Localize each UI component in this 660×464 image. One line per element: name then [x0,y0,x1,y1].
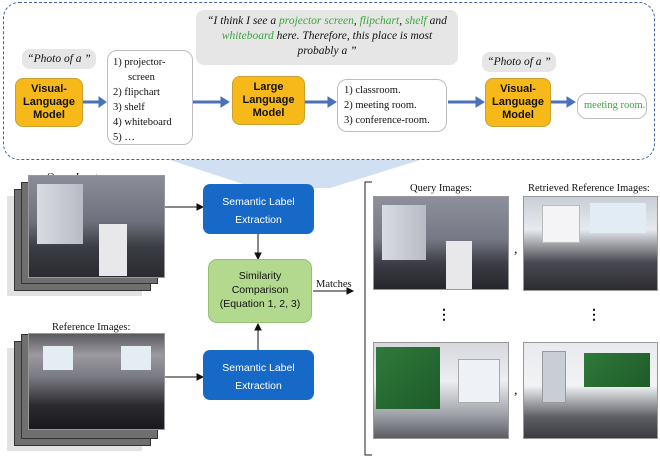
comma: , [514,383,518,398]
result-bracket [577,93,647,119]
flipchart-shape [446,241,472,289]
prompt-object-3: shelf [404,15,427,27]
prompt-bubble-left: “Photo of a ” [22,49,96,69]
objects-list-bracket [107,50,193,145]
list-item: 3) conference-room. [344,115,430,126]
prompt-object-4: whiteboard [221,30,274,42]
window-shape [43,346,73,370]
list-item: screen [128,72,155,83]
prompt-text: , [399,15,405,27]
similarity-line: (Equation 1, 2, 3) [219,298,301,310]
matches-label: Matches [316,279,352,290]
list-item: 1) projector- [113,57,166,68]
llm-prompt-bubble: “I think I see a projector screen, flipc… [196,10,458,65]
prompt-text: here. Therefore, this place is most prob… [273,30,433,57]
vlm-box-left: Visual-Language Model [15,78,83,127]
list-item: 2) meeting room. [344,100,417,111]
green-wall-panel-shape [376,347,440,409]
comma: , [514,242,518,257]
pipeline-arrows [83,96,576,108]
places-list: 1) classroom. 2) meeting room. 3) confer… [344,83,430,128]
flipchart-shape [99,224,127,276]
llm-box: Large Language Model [232,76,305,125]
similarity-line: Similarity [238,270,282,282]
results-bracket [364,181,372,456]
prompt-text: , [353,15,360,27]
window-shape [590,203,646,233]
projector-screen-shape [37,184,83,244]
green-wall-panel-shape [584,353,650,387]
window-shape [458,359,500,403]
result-query-image-1 [373,196,509,290]
similarity-comparison-box: Similarity Comparison (Equation 1, 2, 3) [208,259,312,323]
similarity-line: Comparison [231,284,289,296]
list-item: 4) whiteboard [113,117,172,128]
result-query-image-2 [373,342,509,439]
list-item: 2) flipchart [113,87,160,98]
flow-arrows [165,203,355,381]
semantic-extraction-box-bottom: Semantic Label Extraction [203,350,314,400]
prompt-text: and [426,15,447,27]
prompt-text: “I think I see a [207,15,280,27]
result-reference-image-2 [523,342,658,439]
vlm-box-right: Visual-Language Model [485,78,551,127]
objects-list: 1) projector- screen 2) flipchart 3) she… [113,55,172,145]
reference-image-front [28,333,165,430]
projector-screen-shape [542,205,580,243]
result-label: meeting room. [584,100,646,111]
list-item: 5) … [113,132,135,143]
list-item: 3) shelf [113,102,145,113]
projector-screen-shape [382,205,426,260]
reference-images-label: Reference Images: [52,322,131,333]
semantic-extraction-box-top: Semantic Label Extraction [203,184,314,234]
vertical-dots: ⋮ [437,308,451,323]
list-item: 1) classroom. [344,85,401,96]
vertical-dots: ⋮ [587,308,601,323]
query-image-front [28,175,165,278]
results-reference-label: Retrieved Reference Images: [528,183,650,194]
prompt-object-2: flipchart [359,15,400,27]
result-reference-image-1 [523,196,658,291]
zoom-funnel [170,160,420,188]
prompt-object-1: projector screen [279,15,354,27]
places-list-bracket [337,79,447,132]
prompt-bubble-right: “Photo of a ” [482,52,556,72]
pipeline-panel [3,2,655,160]
results-query-label: Query Images: [410,183,473,194]
window-shape [121,346,151,370]
shelf-shape [542,351,566,403]
